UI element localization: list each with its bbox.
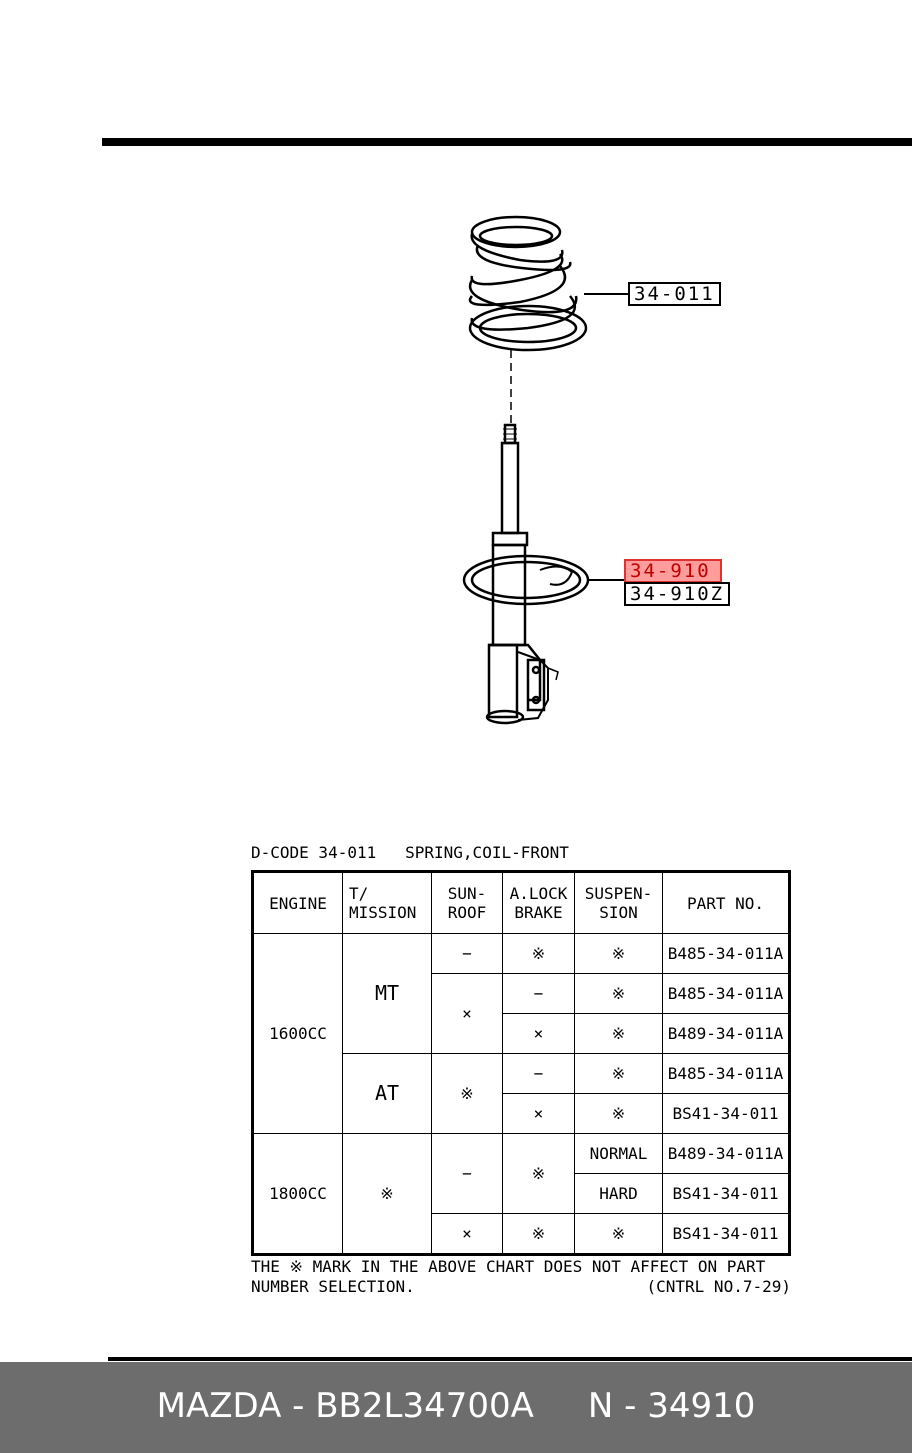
alock-value: ※ [502, 933, 575, 974]
part-number-cell[interactable]: B485-34-011A [662, 933, 790, 974]
engine-1800cc: 1800CC [252, 1133, 343, 1255]
table-row: × ※ BS41-34-011 [253, 1093, 790, 1134]
alock-value: × [502, 1013, 575, 1054]
table-row: HARD BS41-34-011 [253, 1173, 790, 1214]
header-transmission: T/MISSION [342, 871, 432, 934]
header-engine: ENGINE [252, 871, 343, 934]
mission-at: AT [342, 1053, 432, 1134]
alock-value: − [502, 1053, 575, 1094]
shock-strut-drawing [462, 423, 628, 725]
part-number-cell[interactable]: BS41-34-011 [662, 1093, 790, 1134]
suspension-value: ※ [574, 933, 663, 974]
part-number-cell[interactable]: B485-34-011A [662, 973, 790, 1014]
bottom-rule [108, 1357, 912, 1361]
table-row: 1600CC MT − ※ ※ B485-34-011A [252, 933, 790, 1134]
part-number-cell[interactable]: BS41-34-011 [662, 1213, 790, 1255]
sunroof-value: − [431, 933, 503, 974]
engine-1600cc: 1600CC [252, 933, 343, 1134]
sunroof-value: × [431, 1213, 503, 1255]
header-part-no: PART NO. [662, 871, 790, 934]
part-number-cell[interactable]: B489-34-011A [662, 1133, 790, 1174]
sunroof-value: × [431, 973, 503, 1054]
table-row: 1800CC ※ − ※ NORMAL B489-34-011A [252, 1133, 790, 1255]
callout-spring-part[interactable]: 34-011 [628, 282, 721, 306]
suspension-value: ※ [574, 1093, 663, 1134]
header-sunroof: SUN-ROOF [431, 871, 503, 934]
strut-assembly-diagram [462, 215, 628, 725]
footnote-line-1: THE ※ MARK IN THE ABOVE CHART DOES NOT A… [251, 1257, 766, 1276]
table-caption: D-CODE 34-011 SPRING,COIL-FRONT [251, 843, 569, 862]
footer-part-reference: MAZDA - BB2L34700A N - 34910 [156, 1386, 756, 1426]
suspension-hard: HARD [574, 1173, 663, 1214]
callout-strut-part-highlighted[interactable]: 34-910 [624, 559, 722, 583]
suspension-value: ※ [574, 1053, 663, 1094]
control-number: (CNTRL NO.7-29) [646, 1277, 792, 1296]
suspension-value: ※ [574, 1213, 663, 1255]
alock-value: − [502, 973, 575, 1014]
part-number-cell[interactable]: B489-34-011A [662, 1013, 790, 1054]
sunroof-value: ※ [431, 1053, 503, 1134]
alock-value: ※ [502, 1213, 575, 1255]
suspension-value: ※ [574, 973, 663, 1014]
top-rule [102, 138, 912, 146]
footer-bar: MAZDA - BB2L34700A N - 34910 [0, 1362, 912, 1453]
table-row: × ※ ※ BS41-34-011 [253, 1213, 790, 1255]
part-number-cell[interactable]: B485-34-011A [662, 1053, 790, 1094]
mission-mt: MT [342, 933, 432, 1054]
alock-value: × [502, 1093, 575, 1134]
coil-spring-drawing [468, 215, 628, 352]
suspension-value: ※ [574, 1013, 663, 1054]
header-suspension: SUSPEN-SION [574, 871, 663, 934]
alock-value: ※ [502, 1133, 575, 1214]
table-footnote: THE ※ MARK IN THE ABOVE CHART DOES NOT A… [251, 1257, 791, 1297]
callout-strut-alt-part[interactable]: 34-910Z [624, 582, 731, 606]
suspension-normal: NORMAL [574, 1133, 663, 1174]
footnote-line-2: NUMBER SELECTION. [251, 1277, 415, 1296]
sunroof-value: − [431, 1133, 503, 1214]
mission-value: ※ [342, 1133, 432, 1255]
part-number-cell[interactable]: BS41-34-011 [662, 1173, 790, 1214]
table-row: × − ※ B485-34-011A [253, 973, 790, 1054]
